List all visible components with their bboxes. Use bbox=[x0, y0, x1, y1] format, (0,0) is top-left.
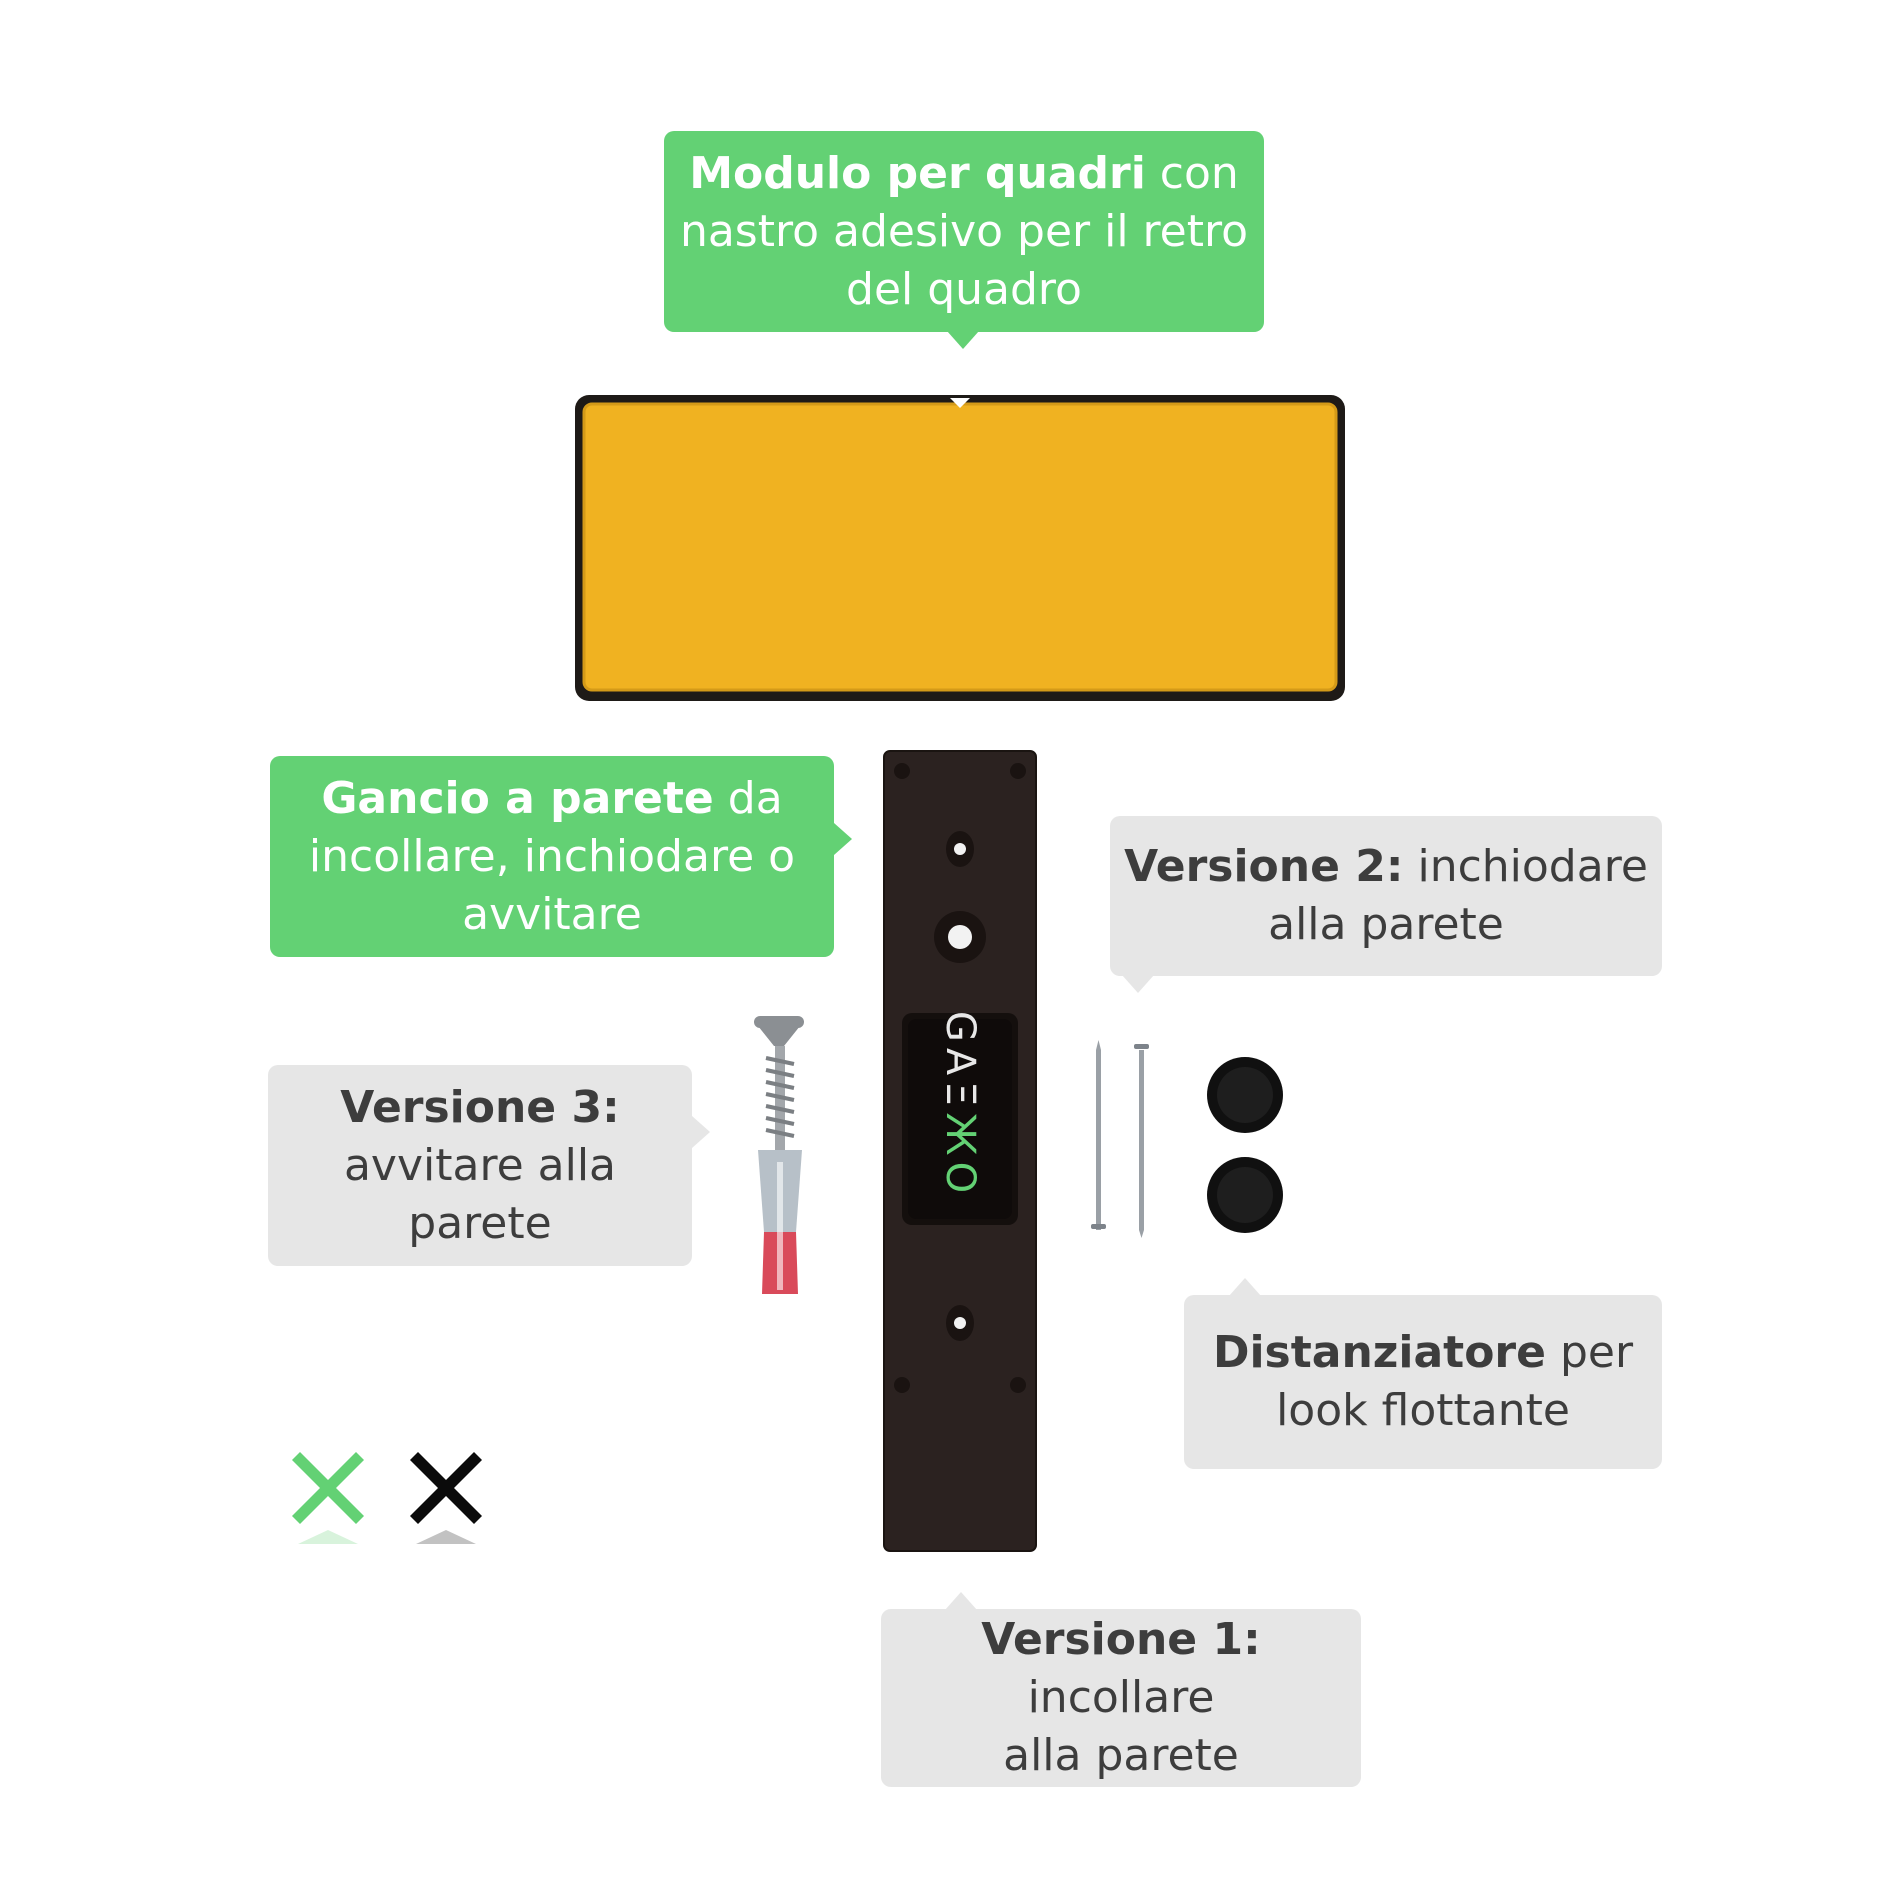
version-3-callout: Versione 3: avvitare alla parete bbox=[268, 1065, 692, 1266]
picture-module-text-1: con bbox=[1145, 147, 1239, 199]
wall-hook-text-2: incollare, inchiodare o bbox=[308, 830, 796, 882]
brand-logo-text-3: ЖО bbox=[937, 1112, 983, 1200]
wall-hook-title: Gancio a parete bbox=[321, 772, 714, 824]
brand-logo-text-1: GA bbox=[937, 1010, 983, 1082]
spacer-text-1: per bbox=[1545, 1327, 1634, 1378]
version-2-text-1: inchiodare bbox=[1403, 841, 1648, 892]
spacer-callout: Distanziatore per look flottante bbox=[1184, 1295, 1662, 1469]
picture-module-text-2: nastro adesivo per il retro bbox=[679, 205, 1249, 257]
version-3-title: Versione 3: bbox=[340, 1081, 620, 1133]
brand-logo: GAΞЖО bbox=[900, 1010, 1020, 1200]
spacer-text-2: look flottante bbox=[1276, 1385, 1570, 1436]
adhesive-tape bbox=[584, 404, 1336, 690]
version-2-title: Versione 2: bbox=[1124, 841, 1404, 892]
picture-module-callout-pointer bbox=[947, 331, 979, 349]
green-x-mark-icon bbox=[292, 1452, 364, 1544]
version-2-text-2: alla parete bbox=[1268, 899, 1504, 950]
nails bbox=[1091, 1040, 1149, 1238]
wall-hook-callout: Gancio a parete da incollare, inchiodare… bbox=[270, 756, 834, 957]
version-1-text-2: alla parete bbox=[1003, 1730, 1239, 1781]
version-3-callout-pointer bbox=[692, 1116, 710, 1148]
picture-module-text-3: del quadro bbox=[846, 263, 1082, 315]
spacer-callout-pointer bbox=[1229, 1278, 1261, 1296]
version-1-title: Versione 1: bbox=[981, 1614, 1261, 1665]
version-1-callout-pointer bbox=[945, 1592, 977, 1610]
version-3-text-2: avvitare alla parete bbox=[343, 1139, 617, 1249]
version-2-callout: Versione 2: inchiodare alla parete bbox=[1110, 816, 1662, 976]
wall-hook-text-3: avvitare bbox=[462, 888, 642, 940]
adhesive-picture-module bbox=[575, 395, 1345, 701]
wall-hook-text-1: da bbox=[713, 772, 783, 824]
spacers bbox=[1207, 1057, 1283, 1233]
wall-hook-callout-pointer bbox=[834, 823, 852, 855]
brand-logo-text-2: Ξ bbox=[937, 1081, 983, 1113]
version-1-text-1: incollare bbox=[1027, 1672, 1215, 1723]
spacer-title: Distanziatore bbox=[1212, 1327, 1546, 1378]
picture-module-callout: Modulo per quadri con nastro adesivo per… bbox=[664, 131, 1264, 332]
wall-hook bbox=[883, 750, 1037, 1552]
version-1-callout: Versione 1: incollare alla parete bbox=[881, 1609, 1361, 1787]
black-x-mark-icon bbox=[410, 1452, 482, 1544]
screw-and-wall-plug bbox=[754, 1016, 804, 1294]
version-2-callout-pointer bbox=[1122, 975, 1154, 993]
picture-module-title: Modulo per quadri bbox=[689, 147, 1146, 199]
